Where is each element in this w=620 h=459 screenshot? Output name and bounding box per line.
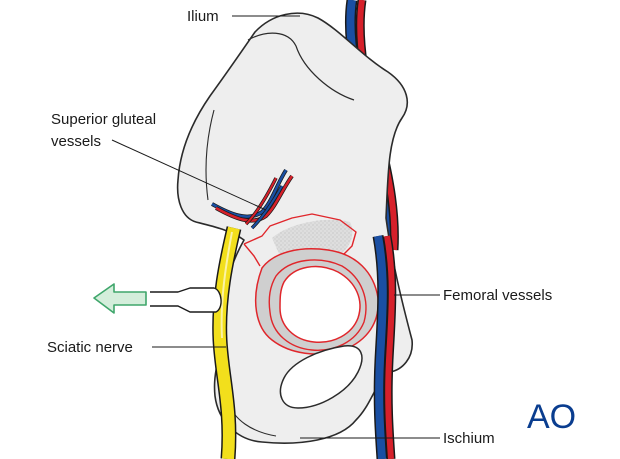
fracture-outline: [243, 213, 357, 255]
iliac-crest-line: [247, 32, 355, 101]
superior-gluteal-label-line2: vessels: [51, 133, 101, 150]
acetabulum-inner-ring: [268, 259, 367, 351]
ischium-label: Ischium: [443, 430, 495, 447]
retraction-arrow-icon: [93, 283, 147, 314]
sciatic-nerve: [212, 226, 242, 459]
femoral-vessels-lower: [372, 235, 397, 459]
fracture-fragment-dotted: [272, 219, 353, 256]
obturator-foramen: [279, 345, 363, 409]
retractor-icon: [150, 287, 222, 313]
sciatic-nerve-label: Sciatic nerve: [47, 339, 133, 356]
fracture-line-left: [243, 243, 261, 267]
ao-logo: AO: [527, 398, 576, 436]
superior-gluteal-vessels: [211, 168, 294, 230]
ilium-ridge-line: [205, 109, 215, 201]
acetabulum-socket: [279, 265, 361, 343]
ilium-label: Ilium: [187, 8, 219, 25]
superior-gluteal-label-line1: Superior gluteal: [51, 111, 156, 128]
femoral-vessels-label: Femoral vessels: [443, 287, 552, 304]
superior-gluteal-leader: [111, 139, 267, 211]
